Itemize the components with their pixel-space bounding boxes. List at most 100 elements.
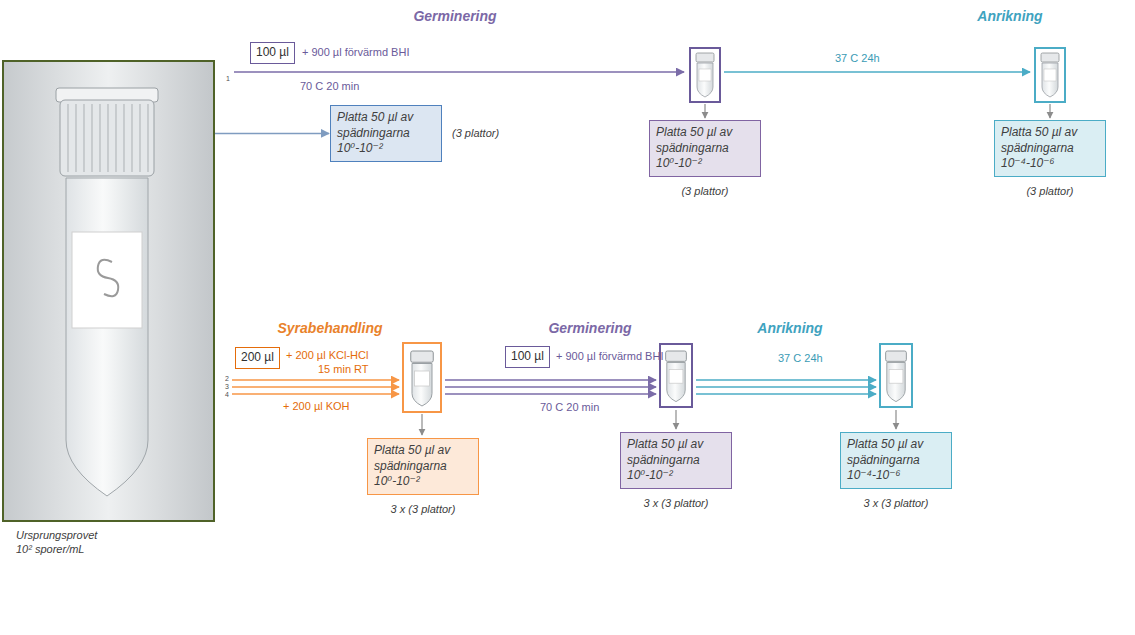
path-number: 1	[226, 75, 230, 82]
plate-count: (3 plattor)	[681, 185, 728, 197]
acid-arrow	[232, 379, 399, 381]
ridge	[131, 104, 132, 172]
label-holder: 70 C 20 min	[300, 80, 359, 92]
acid-arrow	[232, 393, 399, 395]
germination-arrow	[445, 386, 656, 388]
label-holder: 3	[225, 383, 229, 390]
sample-photo-frame: Ursprungsprovet 10² sporer/mL	[2, 60, 215, 522]
photo-ground	[4, 62, 213, 520]
cap-ridges	[68, 104, 148, 172]
down-arrow	[1049, 104, 1050, 118]
step-heading: Anrikning	[977, 8, 1042, 24]
step-note: + 900 µl förvärmd BHI	[302, 46, 410, 58]
label-holder: + 900 µl förvärmd BHI	[302, 46, 410, 58]
box-text: Platta 50 µl av spädningarna 10⁻⁴-10⁻⁶	[847, 437, 945, 484]
volume-box: 100 µl	[250, 42, 295, 64]
enrichment-arrow	[724, 71, 1030, 73]
label-holder: Germinering	[413, 8, 496, 24]
label-holder: Germinering	[548, 320, 631, 336]
plating-box: Platta 50 µl av spädningarna 10⁻⁴-10⁻⁶	[840, 432, 952, 489]
box-text: 200 µl	[241, 350, 274, 366]
tube-frame	[690, 48, 720, 102]
box-text: 100 µl	[256, 45, 289, 61]
path-number: 3	[225, 383, 229, 390]
step-note: 70 C 20 min	[540, 401, 599, 413]
ridge	[147, 104, 148, 172]
tube-sticker	[72, 232, 142, 328]
ridge	[115, 104, 116, 172]
enrichment-arrow	[696, 386, 876, 388]
step-note: 15 min RT	[318, 363, 369, 375]
tube-icon	[886, 351, 907, 402]
label-holder: 1	[226, 75, 230, 82]
plate-count: (3 plattor)	[452, 127, 499, 139]
step-heading: Germinering	[413, 8, 496, 24]
sticker-logo	[98, 260, 119, 297]
enrichment-arrows	[696, 380, 876, 394]
label-holder: (3 plattor)	[681, 185, 728, 197]
step-heading: Germinering	[548, 320, 631, 336]
ridge	[83, 104, 84, 172]
down-arrow	[675, 410, 676, 429]
plating-box: Platta 50 µl av spädningarna 10⁰-10⁻²	[330, 105, 442, 162]
box-text: 100 µl	[511, 349, 544, 365]
cap	[60, 100, 154, 176]
plate-count: 3 x (3 plattor)	[644, 497, 709, 509]
label-holder: (3 plattor)	[1026, 185, 1073, 197]
plate-count: 3 x (3 plattor)	[391, 503, 456, 515]
enrichment-arrow	[696, 379, 876, 381]
enrichment-arrow	[696, 393, 876, 395]
photo-caption: Ursprungsprovet 10² sporer/mL	[16, 528, 116, 557]
tube-icon	[696, 53, 714, 97]
label-holder: + 200 µl KOH	[283, 400, 350, 412]
label-holder: 2	[225, 375, 229, 382]
ridge	[75, 104, 76, 172]
label-holder: 3 x (3 plattor)	[864, 497, 929, 509]
step-note: + 200 µl KOH	[283, 400, 350, 412]
plating-box: Platta 50 µl av spädningarna 10⁰-10⁻²	[649, 120, 761, 177]
germination-arrow	[445, 379, 656, 381]
box-text: Platta 50 µl av spädningarna 10⁰-10⁻²	[656, 125, 754, 172]
tube-frame	[1035, 48, 1065, 102]
ridge	[99, 104, 100, 172]
plating-box: Platta 50 µl av spädningarna 10⁰-10⁻²	[620, 432, 732, 489]
germination-arrows	[445, 380, 656, 394]
label-holder: 4	[225, 391, 229, 398]
label-holder: Syrabehandling	[277, 320, 382, 336]
path-number: 4	[225, 391, 229, 398]
label-holder: 70 C 20 min	[540, 401, 599, 413]
label-holder: Anrikning	[977, 8, 1042, 24]
path-number: 2	[225, 375, 229, 382]
plate-count: (3 plattor)	[1026, 185, 1073, 197]
label-holder: Anrikning	[757, 320, 822, 336]
tube-icon	[1041, 53, 1059, 97]
label-holder: 15 min RT	[318, 363, 369, 375]
down-arrow	[421, 414, 422, 435]
volume-box: 100 µl	[505, 346, 550, 368]
label-holder: 37 C 24h	[835, 52, 880, 64]
label-holder: 37 C 24h	[778, 352, 823, 364]
step-heading: Syrabehandling	[277, 320, 382, 336]
label-holder: 3 x (3 plattor)	[644, 497, 709, 509]
label-holder: (3 plattor)	[452, 127, 499, 139]
acid-arrows	[232, 380, 399, 394]
step-note: + 900 µl förvärmd BHI	[556, 350, 664, 362]
sample-photo	[4, 62, 213, 520]
tube-icon	[666, 351, 687, 402]
step-heading: Anrikning	[757, 320, 822, 336]
tube-icon	[411, 351, 434, 406]
ridge	[67, 104, 68, 172]
flow-arrow	[215, 133, 329, 135]
ridge	[91, 104, 92, 172]
ridge	[123, 104, 124, 172]
plate-count: 3 x (3 plattor)	[864, 497, 929, 509]
box-text: Platta 50 µl av spädningarna 10⁰-10⁻²	[627, 437, 725, 484]
acid-arrow	[232, 386, 399, 388]
label-holder: 3 x (3 plattor)	[391, 503, 456, 515]
tube-frame	[403, 343, 441, 412]
down-arrow	[895, 410, 896, 429]
box-text: Platta 50 µl av spädningarna 10⁻⁴-10⁻⁶	[1001, 125, 1099, 172]
ridge	[107, 104, 108, 172]
